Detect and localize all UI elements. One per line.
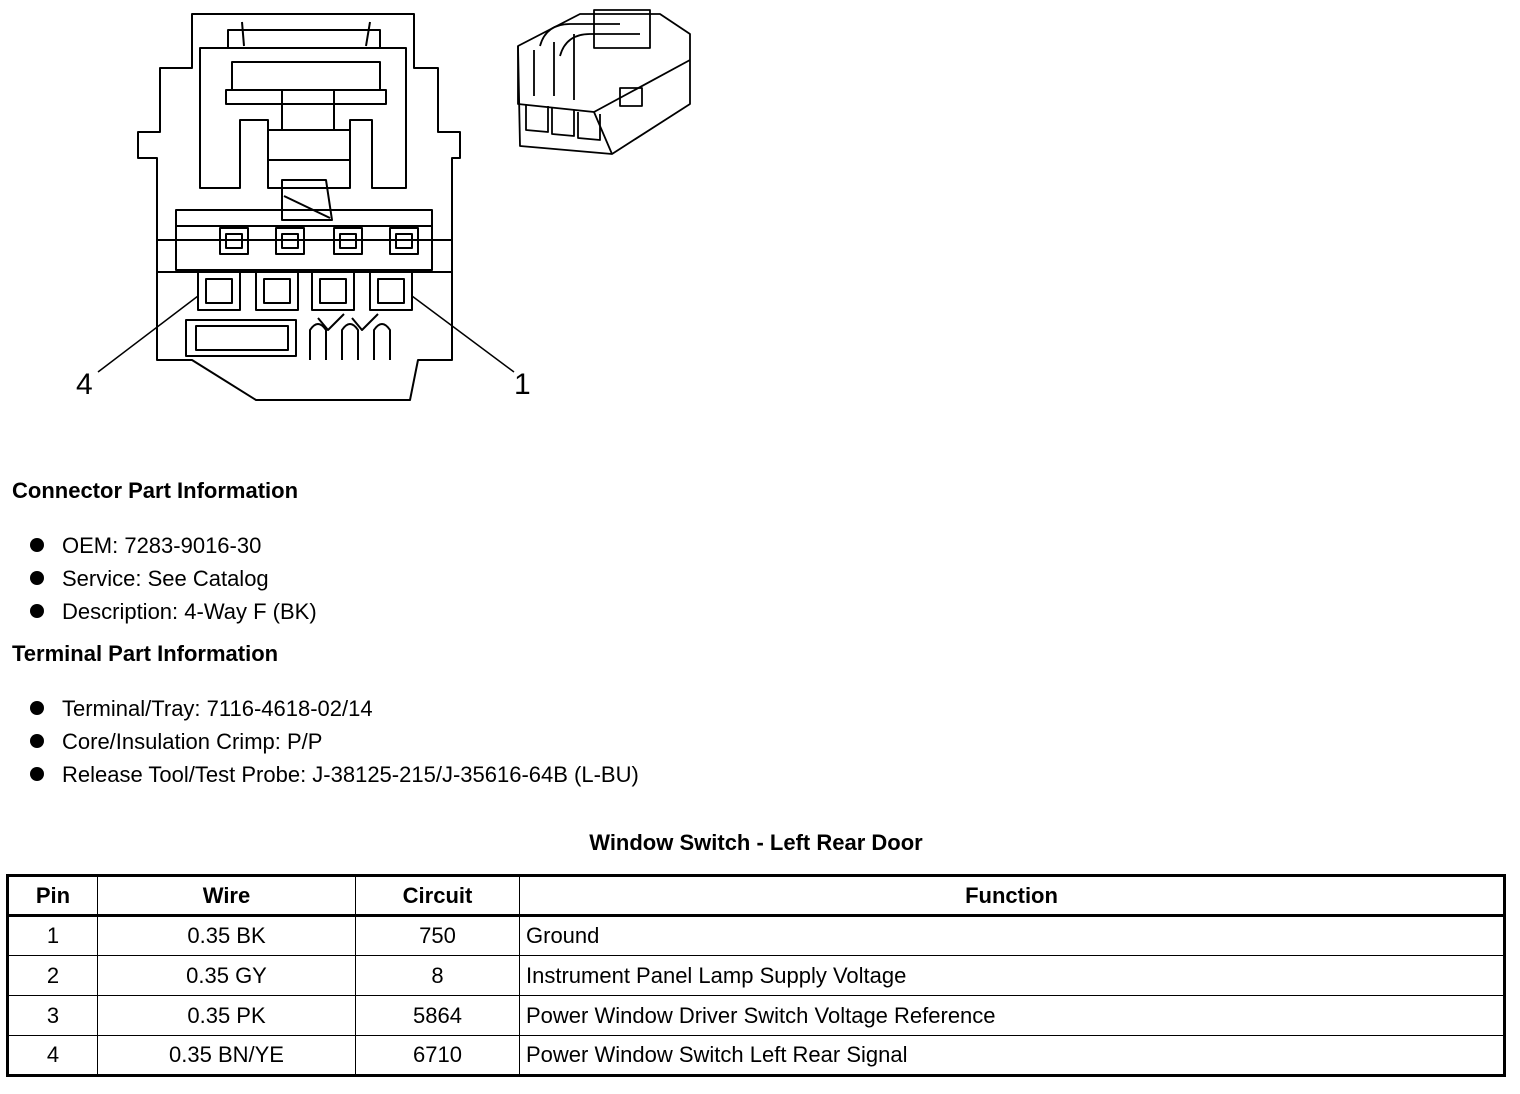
connector-info-list: OEM: 7283-9016-30 Service: See Catalog D… <box>30 529 317 628</box>
list-item-text: Release Tool/Test Probe: J-38125-215/J-3… <box>62 762 639 787</box>
cell-pin: 3 <box>7 995 98 1036</box>
cell-pin: 2 <box>7 955 98 996</box>
list-item-text: Core/Insulation Crimp: P/P <box>62 729 323 754</box>
cell-wire: 0.35 BN/YE <box>97 1035 356 1076</box>
connector-info-title: Connector Part Information <box>12 478 299 503</box>
header-function: Function <box>519 875 1505 916</box>
terminal-info-title: Terminal Part Information <box>12 641 279 666</box>
cell-circuit: 6710 <box>355 1035 520 1076</box>
connector-iso-view <box>517 9 691 155</box>
cell-wire: 0.35 GY <box>97 955 356 996</box>
connector-diagram <box>97 9 691 401</box>
cell-pin: 4 <box>7 1035 98 1076</box>
connector-face-view <box>97 13 515 401</box>
list-item: Core/Insulation Crimp: P/P <box>30 725 639 758</box>
bullet-icon <box>30 767 44 781</box>
list-item: Service: See Catalog <box>30 562 317 595</box>
cell-circuit: 8 <box>355 955 520 996</box>
pin-callout-1: 1 <box>514 368 531 401</box>
cell-function: Power Window Driver Switch Voltage Refer… <box>519 995 1505 1036</box>
list-item: Description: 4-Way F (BK) <box>30 595 317 628</box>
pinout-table: Pin Wire Circuit Function 1 0.35 BK 750 … <box>6 874 1506 1077</box>
header-circuit: Circuit <box>355 875 520 916</box>
bullet-icon <box>30 701 44 715</box>
cell-function: Power Window Switch Left Rear Signal <box>519 1035 1505 1076</box>
header-pin: Pin <box>7 875 98 916</box>
table-title: Window Switch - Left Rear Door <box>589 830 923 855</box>
list-item-text: Description: 4-Way F (BK) <box>62 599 317 624</box>
cell-wire: 0.35 BK <box>97 915 356 956</box>
cell-circuit: 5864 <box>355 995 520 1036</box>
list-item: OEM: 7283-9016-30 <box>30 529 317 562</box>
cell-circuit: 750 <box>355 915 520 956</box>
table-header-row: Pin Wire Circuit Function <box>7 875 1505 916</box>
pin-callout-4: 4 <box>76 368 93 401</box>
cell-function: Instrument Panel Lamp Supply Voltage <box>519 955 1505 996</box>
bullet-icon <box>30 734 44 748</box>
list-item: Terminal/Tray: 7116-4618-02/14 <box>30 692 639 725</box>
bullet-icon <box>30 571 44 585</box>
table-row: 3 0.35 PK 5864 Power Window Driver Switc… <box>7 995 1505 1036</box>
cell-function: Ground <box>519 915 1505 956</box>
bullet-icon <box>30 604 44 618</box>
list-item-text: OEM: 7283-9016-30 <box>62 533 262 558</box>
list-item-text: Service: See Catalog <box>62 566 269 591</box>
terminal-info-list: Terminal/Tray: 7116-4618-02/14 Core/Insu… <box>30 692 639 791</box>
list-item-text: Terminal/Tray: 7116-4618-02/14 <box>62 696 373 721</box>
table-row: 4 0.35 BN/YE 6710 Power Window Switch Le… <box>7 1035 1505 1076</box>
table-row: 2 0.35 GY 8 Instrument Panel Lamp Supply… <box>7 955 1505 996</box>
list-item: Release Tool/Test Probe: J-38125-215/J-3… <box>30 758 639 791</box>
table-row: 1 0.35 BK 750 Ground <box>7 915 1505 956</box>
cell-wire: 0.35 PK <box>97 995 356 1036</box>
cell-pin: 1 <box>7 915 98 956</box>
bullet-icon <box>30 538 44 552</box>
header-wire: Wire <box>97 875 356 916</box>
